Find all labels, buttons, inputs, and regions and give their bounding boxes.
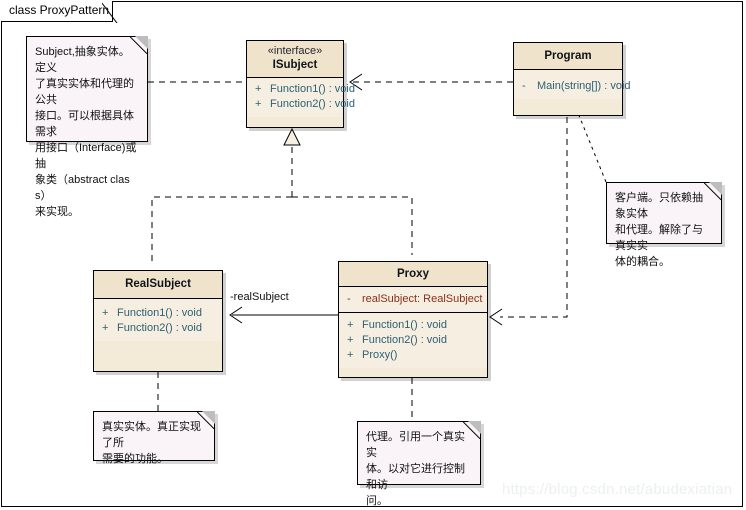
class-header-realsubject: RealSubject (94, 271, 222, 299)
operation-row: + Function2() : void (247, 97, 355, 112)
operation-row: + Function1() : void (247, 82, 355, 97)
diagram-title: class ProxyPattern (9, 3, 110, 17)
class-name-realsubject: RealSubject (125, 278, 191, 290)
class-box-isubject[interactable]: «interface» ISubject + Function1() : void… (246, 40, 355, 128)
watermark-text: https://blog.csdn.net/abudexiatian (502, 481, 733, 498)
note-realsubject[interactable]: 真实实体。真正实现了所 需要的功能。 (93, 411, 215, 465)
class-box-proxy[interactable]: Proxy -realSubject: RealSubject + Functio… (338, 261, 488, 378)
operation-row: + Function1() : void (339, 318, 487, 333)
visibility-marker: + (102, 307, 109, 319)
visibility-marker: + (347, 349, 354, 361)
attribute-row: -realSubject: RealSubject (339, 292, 487, 307)
class-header-isubject: «interface» ISubject (247, 41, 343, 78)
class-box-program[interactable]: Program -Main(string[]) : void (513, 42, 631, 116)
class-operations-isubject: + Function1() : void + Function2() : void (247, 78, 355, 117)
visibility-marker: + (255, 83, 262, 95)
class-name-isubject: ISubject (272, 59, 318, 71)
note-text: Subject,抽象实体。定义 了真实实体和代理的公共 接口。可以根据具体需求 … (35, 46, 137, 218)
visibility-marker: + (102, 322, 109, 334)
visibility-marker: - (347, 293, 351, 305)
operation-row: + Function2() : void (339, 333, 487, 348)
class-header-proxy: Proxy (339, 262, 487, 287)
operation-row: + Function1() : void (94, 306, 222, 321)
class-name-proxy: Proxy (397, 268, 429, 280)
note-text: 代理。引用一个真实实 体。以对它进行控制和访 问。 (366, 431, 465, 507)
operation-signature: Proxy() (362, 349, 398, 361)
operation-signature: Function2() : void (362, 334, 447, 346)
note-program[interactable]: 客户端。只依赖抽象实体 和代理。解除了与真实实 体的耦合。 (606, 182, 722, 268)
note-text: 真实实体。真正实现了所 需要的功能。 (102, 421, 201, 465)
class-stereotype-isubject: «interface» (267, 45, 323, 57)
visibility-marker: + (255, 98, 262, 110)
operation-signature: Function1() : void (362, 319, 447, 331)
operation-signature: Main(string[]) : void (537, 80, 631, 92)
class-attributes-proxy: -realSubject: RealSubject (339, 287, 487, 313)
note-isubject[interactable]: Subject,抽象实体。定义 了真实实体和代理的公共 接口。可以根据具体需求 … (26, 36, 148, 218)
association-label-realsubject: -realSubject (230, 291, 289, 303)
operation-row: + Function2() : void (94, 321, 222, 336)
note-text: 客户端。只依赖抽象实体 和代理。解除了与真实实 体的耦合。 (615, 192, 703, 268)
class-operations-realsubject: + Function1() : void + Function2() : void (94, 299, 222, 341)
class-operations-proxy: +Function1() : void +Function2() : void … (339, 313, 487, 368)
operation-row: -Main(string[]) : void (514, 79, 631, 94)
operation-row: + Proxy() (339, 348, 487, 363)
class-header-program: Program (514, 43, 622, 70)
operation-signature: Function1() : void (117, 307, 202, 319)
class-box-realsubject[interactable]: RealSubject + Function1() : void + Functio… (93, 270, 223, 372)
operation-signature: Function1() : void (270, 83, 355, 95)
visibility-marker: + (347, 319, 354, 331)
operation-signature: Function2() : void (117, 322, 202, 334)
note-proxy[interactable]: 代理。引用一个真实实 体。以对它进行控制和访 问。 (357, 421, 481, 507)
class-operations-program: -Main(string[]) : void (514, 70, 631, 99)
attribute-signature: realSubject: RealSubject (362, 293, 483, 305)
operation-signature: Function2() : void (270, 98, 355, 110)
visibility-marker: - (522, 80, 526, 92)
class-name-program: Program (544, 50, 592, 62)
visibility-marker: + (347, 334, 354, 346)
